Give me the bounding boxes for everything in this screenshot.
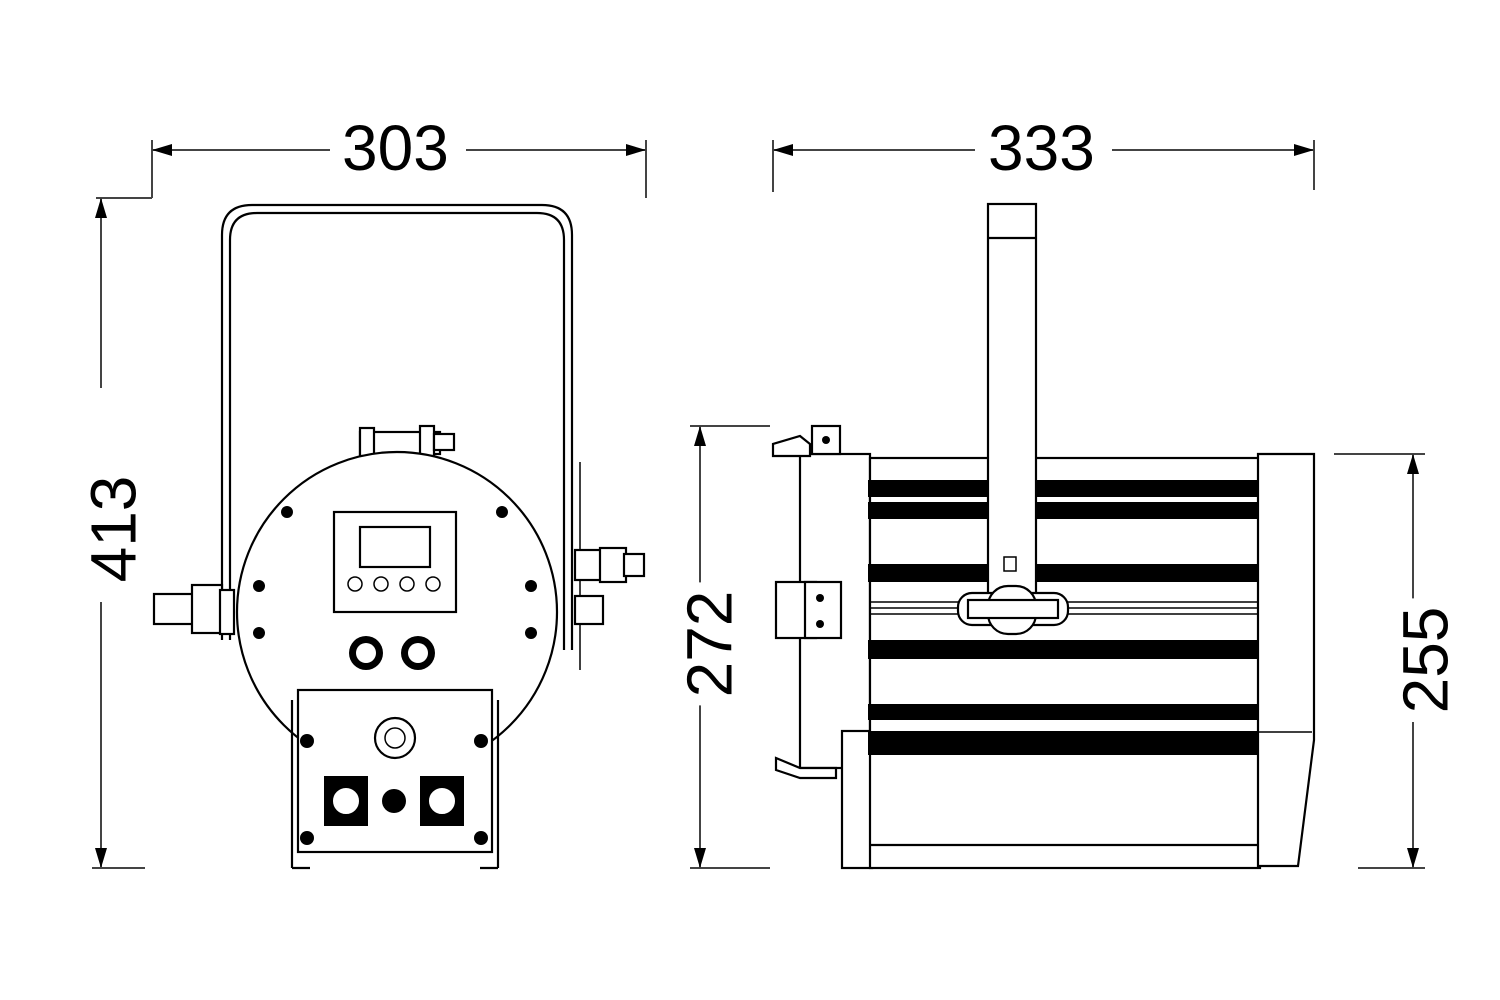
- control-panel: [332, 510, 458, 614]
- dim-label-depth: 333: [980, 116, 1103, 180]
- screws: [253, 506, 537, 639]
- display-screen: [358, 525, 432, 569]
- panel-button-4: [425, 576, 441, 592]
- side-view: [690, 140, 1425, 870]
- rear-frame: [798, 452, 874, 870]
- rear-clips: [771, 424, 843, 780]
- dimension-depth-333: [772, 140, 1315, 192]
- dim-label-height-272: 272: [673, 582, 745, 706]
- fuse-holder: [373, 716, 417, 760]
- dimension-height-272: [690, 425, 770, 869]
- power-box: [290, 688, 500, 870]
- yoke-knob-right: [573, 462, 646, 670]
- panel-button-3: [399, 576, 415, 592]
- yoke-arm-side: [986, 202, 1038, 616]
- dimension-height-413: [92, 198, 145, 869]
- dim-label-height-255: 255: [1389, 598, 1461, 722]
- panel-button-2: [373, 576, 389, 592]
- front-lens-housing: [1256, 452, 1316, 868]
- front-view: [92, 140, 647, 870]
- dimension-height-255: [1334, 453, 1425, 869]
- dimension-width-303: [96, 140, 647, 199]
- yoke: [220, 203, 574, 650]
- dmx-connectors: [349, 636, 435, 670]
- tilt-knob-side: [956, 584, 1070, 636]
- fixture-body-side: [868, 456, 1262, 870]
- panel-button-1: [347, 576, 363, 592]
- yoke-knob-left: [152, 583, 236, 636]
- dim-label-height-413: 413: [77, 467, 149, 591]
- dim-label-width: 303: [334, 116, 457, 180]
